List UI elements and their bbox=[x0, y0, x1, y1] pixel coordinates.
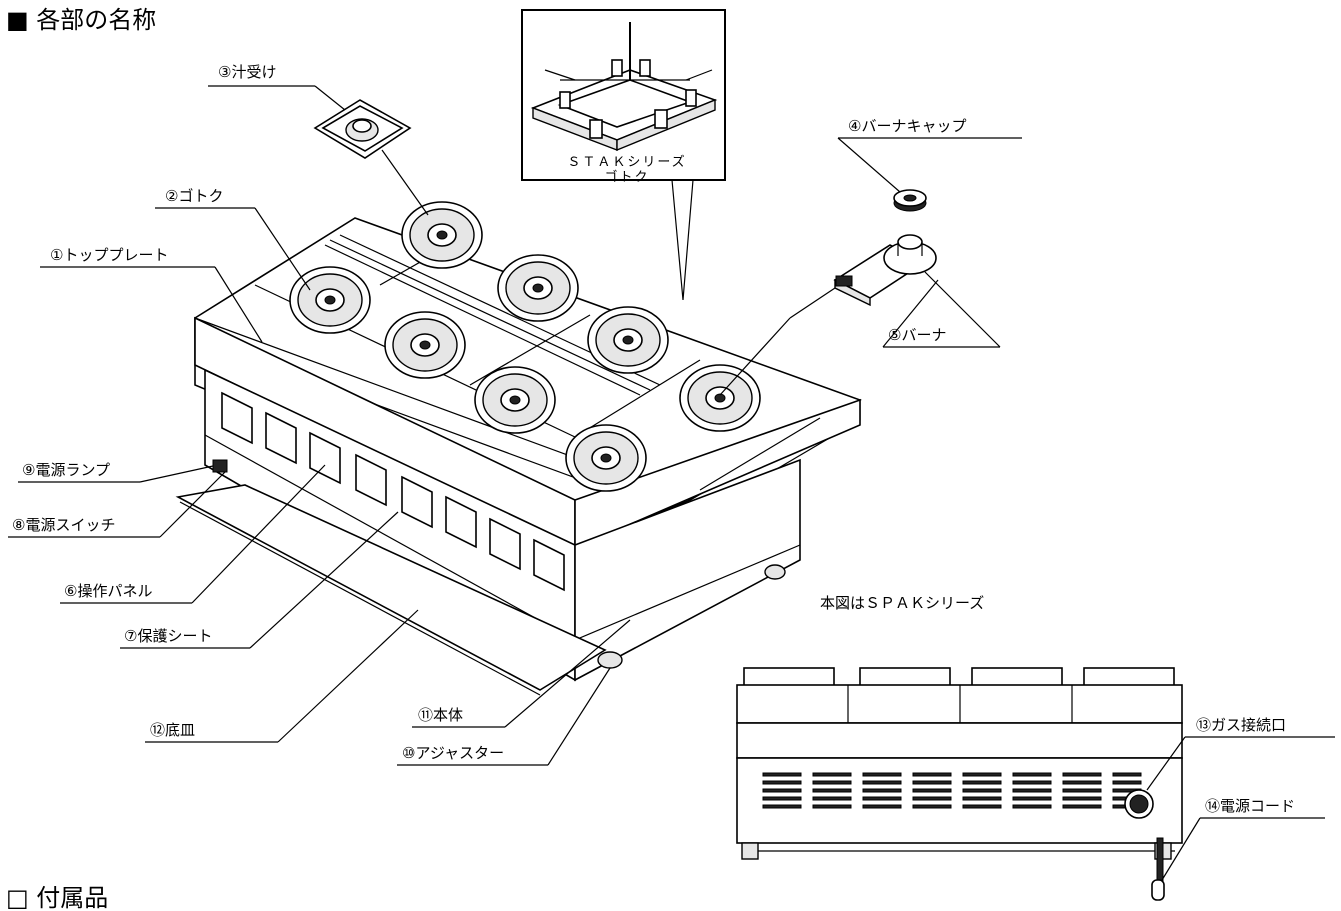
burners bbox=[289, 201, 761, 492]
stak-gotoku-drawing bbox=[530, 22, 718, 152]
label-adjuster: ⑩アジャスター bbox=[402, 744, 504, 762]
accessories-title: □ 付属品 bbox=[6, 884, 108, 911]
label-burner: ⑤バーナ bbox=[888, 326, 946, 344]
section-title: ■ 各部の名称 bbox=[6, 6, 156, 34]
side-view-vents bbox=[762, 772, 1142, 809]
control-panel-windows bbox=[221, 391, 565, 592]
label-power-lamp: ⑨電源ランプ bbox=[22, 461, 110, 479]
label-top-plate: ①トッププレート bbox=[50, 246, 168, 264]
inset-caption-gotoku: ゴトク bbox=[604, 169, 649, 185]
label-body: ⑪本体 bbox=[418, 706, 463, 724]
label-burner-cap: ④バーナキャップ bbox=[848, 117, 966, 135]
drip-tray-drawing bbox=[313, 99, 412, 159]
burner-drawing bbox=[833, 234, 937, 307]
stak-gotoku-inset: ＳＴＡＫシリーズ ゴトク bbox=[521, 9, 726, 301]
leader-lines bbox=[8, 85, 1335, 881]
adjuster-foot bbox=[597, 651, 623, 669]
label-bottom-pan: ⑫底皿 bbox=[150, 721, 195, 739]
label-protective-sheet: ⑦保護シート bbox=[124, 627, 212, 645]
cooker-main-drawing bbox=[175, 201, 862, 696]
label-power-switch: ⑧電源スイッチ bbox=[12, 516, 115, 534]
label-power-cord: ⑭電源コード bbox=[1205, 797, 1295, 815]
side-view-drawing bbox=[736, 667, 1183, 901]
burner-cap-drawing bbox=[893, 189, 927, 212]
label-control-panel: ⑥操作パネル bbox=[64, 582, 152, 600]
label-gotoku: ②ゴトク bbox=[165, 187, 223, 205]
side-view-gotoku bbox=[743, 667, 1175, 687]
label-drip-tray: ③汁受け bbox=[218, 63, 276, 81]
label-gas-port: ⑬ガス接続口 bbox=[1196, 716, 1286, 734]
figure-note: 本図はＳＰＡＫシリーズ bbox=[820, 594, 984, 612]
power-switch-lamp bbox=[212, 459, 228, 473]
inset-caption-series: ＳＴＡＫシリーズ bbox=[567, 154, 686, 170]
